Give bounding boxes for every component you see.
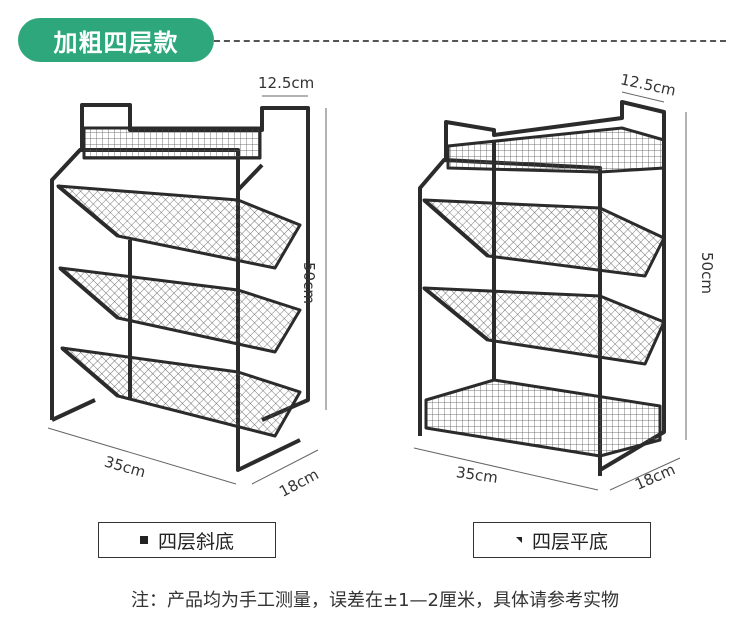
right-height-label: 50cm [698,252,716,294]
header-title: 加粗四层款 [53,28,179,57]
left-variant-label: 四层斜底 [98,522,276,558]
left-height-label: 50cm [300,262,318,304]
right-variant-label: 四层平底 [473,522,651,558]
header-dashed-divider [214,40,726,42]
right-variant-text: 四层平底 [531,530,608,553]
triangle-bullet-icon [515,537,522,543]
measurement-note: 注：产品均为手工测量，误差在±1—2厘米，具体请参考实物 [131,590,619,611]
right-rack-image [418,100,666,476]
right-dimension-lines [413,91,687,491]
left-rack-image [50,103,310,472]
left-variant-text: 四层斜底 [157,530,234,553]
left-top-width-label: 12.5cm [258,74,315,92]
header-title-badge: 加粗四层款 [18,18,214,62]
left-dimension-lines [47,95,327,485]
square-bullet-icon [139,536,148,544]
